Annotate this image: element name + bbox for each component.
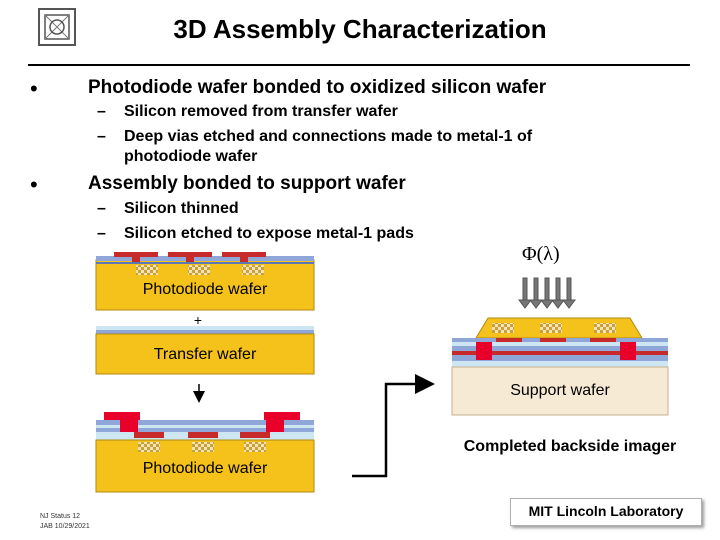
dash-marker: –: [97, 128, 106, 145]
photodiode-wafer-stack: [95, 252, 315, 311]
bonded-stack: [95, 412, 315, 493]
bullet-marker: •: [30, 172, 38, 197]
plus-sign: +: [193, 312, 203, 328]
page-title: 3D Assembly Characterization: [173, 14, 547, 44]
light-arrows: [518, 277, 576, 309]
photodiode-wafer-label-2: Photodiode wafer: [142, 460, 268, 477]
bullet-2-text: Assembly bonded to support wafer: [88, 173, 406, 194]
dash-marker: –: [97, 225, 106, 242]
title-divider: [28, 64, 690, 66]
flux-label: Φ(λ): [522, 243, 560, 265]
dash-marker: –: [97, 103, 106, 120]
bullet-1-sub-1: Silicon removed from transfer wafer: [124, 103, 398, 120]
bullet-1-text: Photodiode wafer bonded to oxidized sili…: [88, 77, 547, 98]
bullet-1-sub-2: Deep vias etched and connections made to…: [124, 128, 533, 145]
bullet-1-sub-2-cont: photodiode wafer: [124, 148, 258, 165]
dash-marker: –: [97, 200, 106, 217]
bullet-2-sub-2: Silicon etched to expose metal-1 pads: [124, 225, 414, 242]
support-wafer-label: Support wafer: [510, 382, 610, 399]
transfer-wafer-label: Transfer wafer: [153, 346, 257, 363]
bullet-marker: •: [30, 76, 38, 101]
completed-imager-stack: [451, 317, 669, 416]
org-name: MIT Lincoln Laboratory: [510, 498, 702, 526]
lincoln-logo: [36, 6, 78, 48]
footer-date: JAB 10/29/2021: [40, 523, 90, 530]
completed-imager-label: Completed backside imager: [463, 438, 677, 455]
footer-status: NJ Status 12: [40, 513, 81, 520]
transfer-wafer-stack: [95, 326, 315, 375]
bullet-2-sub-1: Silicon thinned: [124, 200, 239, 217]
photodiode-wafer-label: Photodiode wafer: [142, 281, 268, 298]
